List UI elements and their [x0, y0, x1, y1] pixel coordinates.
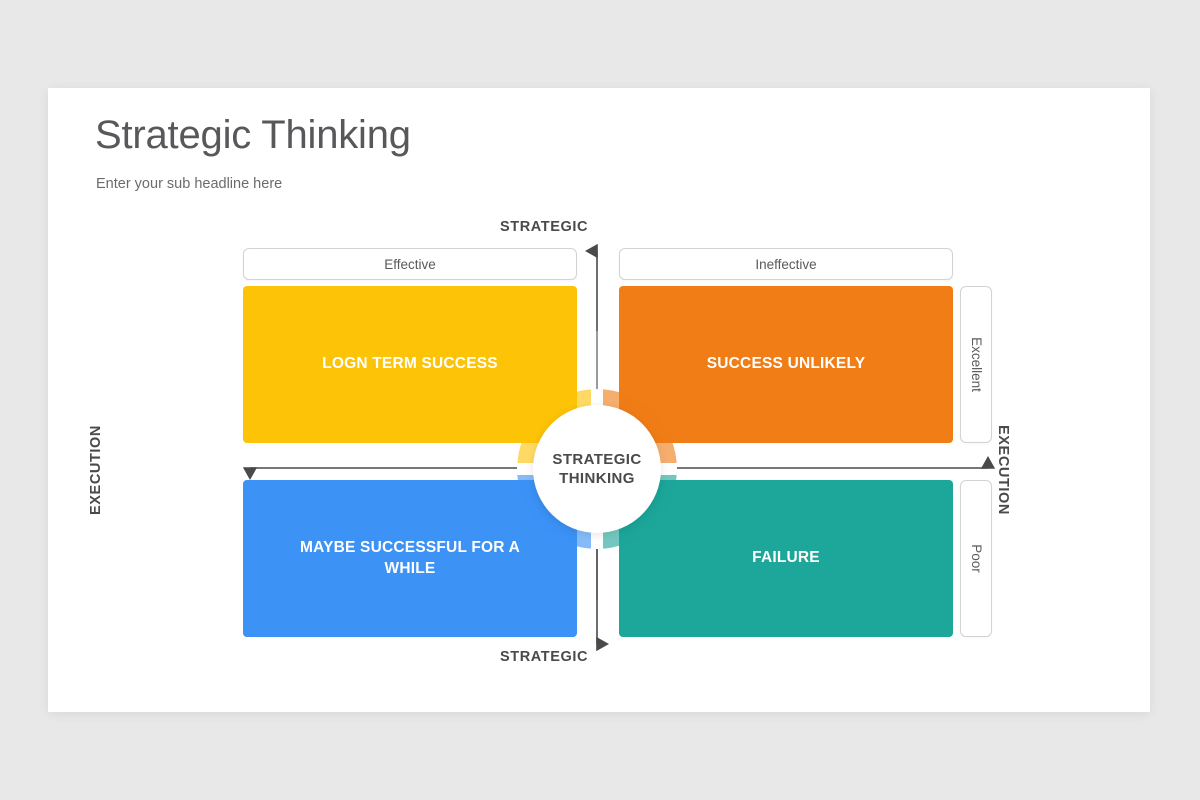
row-label-poor-text: Poor — [968, 544, 984, 573]
axis-label-right: EXECUTION — [995, 425, 1011, 515]
axis-label-top: STRATEGIC — [500, 219, 589, 235]
column-label-ineffective[interactable]: Ineffective — [619, 248, 953, 280]
strategic-thinking-matrix: STRATEGIC STRATEGIC EXECUTION EXECUTION … — [48, 88, 1150, 712]
row-label-excellent[interactable]: Excellent — [960, 286, 992, 443]
quadrant-bottom-left-label: MAYBE SUCCESSFUL FOR A WHILE — [300, 538, 520, 577]
quadrant-top-right-label: SUCCESS UNLIKELY — [706, 355, 866, 373]
column-label-ineffective-text: Ineffective — [755, 256, 817, 272]
quadrant-failure[interactable]: FAILURE — [619, 480, 953, 637]
slide-card: Strategic Thinking Enter your sub headli… — [48, 88, 1150, 712]
axis-label-left: EXECUTION — [88, 425, 104, 515]
column-label-effective[interactable]: Effective — [243, 248, 577, 280]
page-subtitle: Enter your sub headline here — [96, 176, 283, 192]
hub-title-line-2: THINKING — [559, 470, 635, 487]
column-label-effective-text: Effective — [384, 256, 436, 272]
quadrant-maybe-successful[interactable]: MAYBE SUCCESSFUL FOR A WHILE — [243, 480, 577, 637]
page-title: Strategic Thinking — [95, 113, 411, 157]
row-label-excellent-text: Excellent — [968, 337, 984, 392]
hub-center-disc: STRATEGIC THINKING — [533, 405, 661, 533]
quadrant-top-left-label: LOGN TERM SUCCESS — [322, 355, 498, 373]
hub-title-line-1: STRATEGIC — [552, 450, 642, 468]
quadrant-success-unlikely[interactable]: SUCCESS UNLIKELY — [619, 286, 953, 443]
center-hub[interactable]: STRATEGIC THINKING — [517, 389, 677, 549]
axis-label-bottom: STRATEGIC — [500, 649, 589, 665]
quadrant-long-term-success[interactable]: LOGN TERM SUCCESS — [243, 286, 577, 443]
row-label-poor[interactable]: Poor — [960, 480, 992, 637]
quadrant-bottom-right-label: FAILURE — [752, 549, 820, 567]
